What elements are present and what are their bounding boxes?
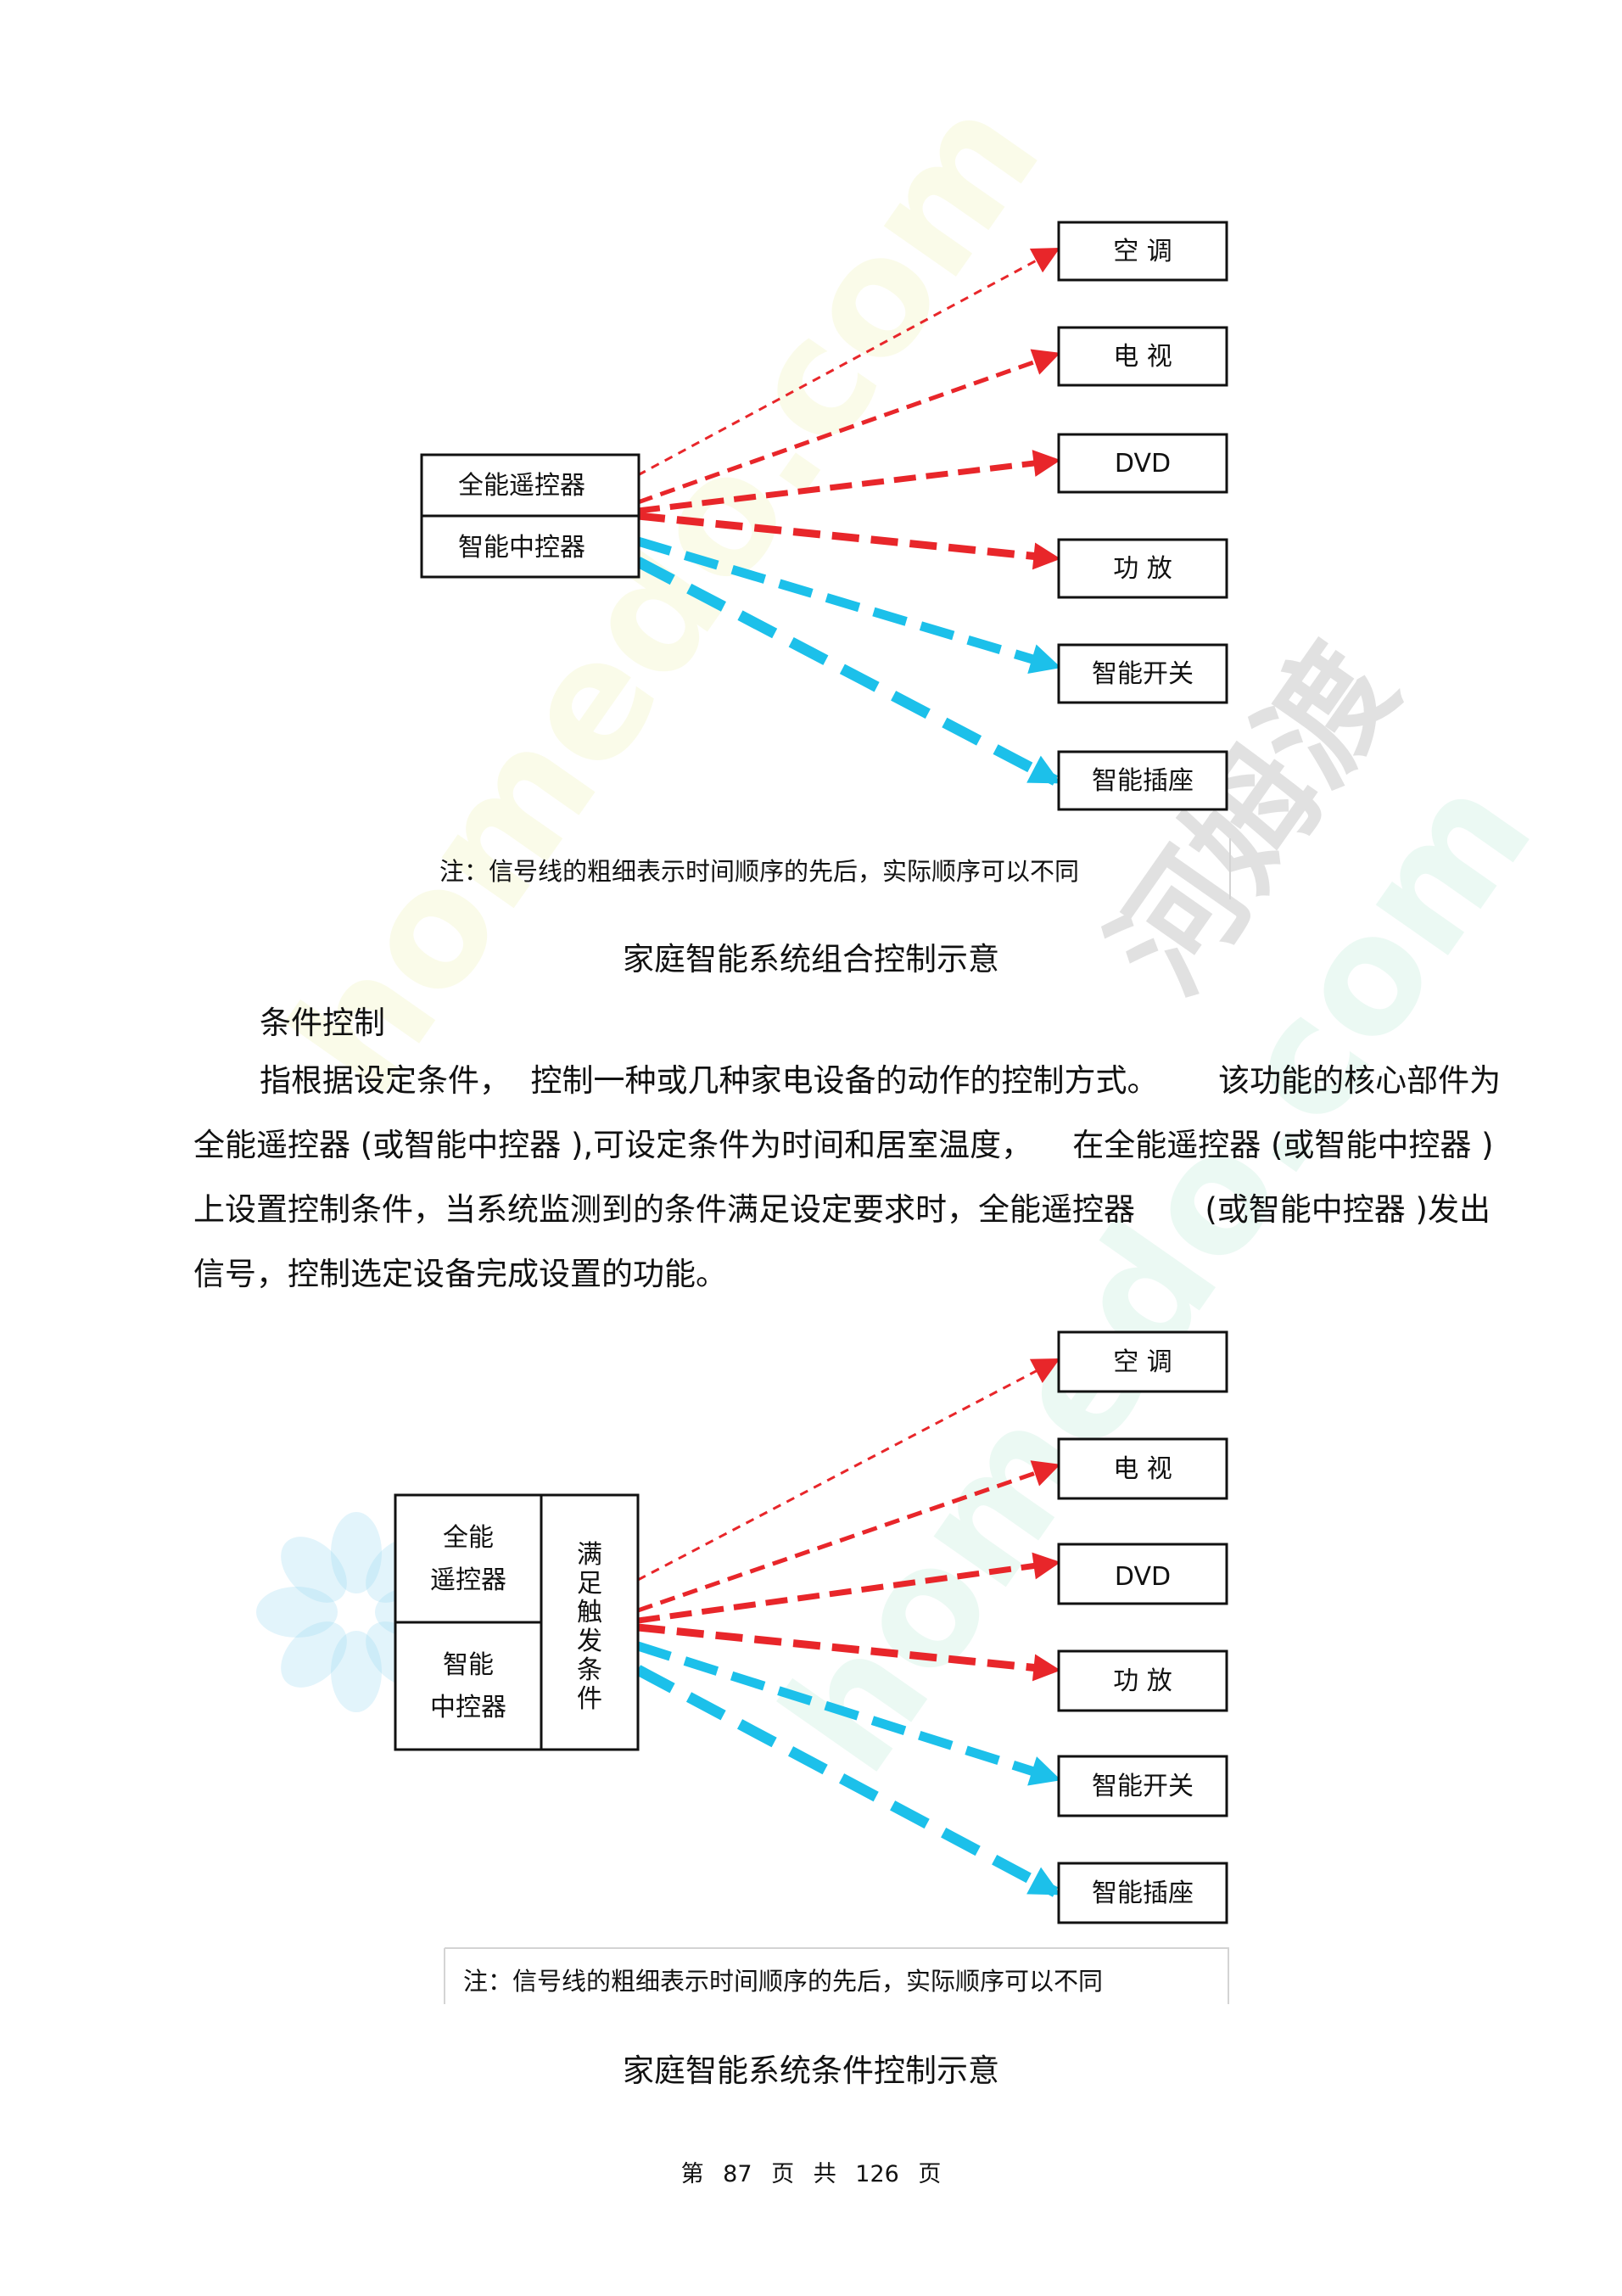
arrow-remote-to-ac [637, 247, 1060, 477]
device2-socket-label: 智能插座 [1092, 1879, 1194, 1908]
device-ac-label: 空 调 [1113, 237, 1172, 266]
remote-label-line-2: 遥控器 [430, 1565, 506, 1595]
arrow-remote-to-tv [637, 349, 1061, 505]
hub-label-line-1: 智能 [443, 1650, 494, 1680]
arrow-trigger-to-socket [635, 1665, 1061, 1897]
arrow-trigger-to-dvd [637, 1552, 1061, 1624]
device-switch-box [1057, 643, 1228, 704]
arrow-hub-to-switch [636, 536, 1061, 675]
device2-dvd-label: DVD [1115, 1562, 1171, 1592]
page-footer: 第 87 页 共 126 页 [680, 2161, 942, 2187]
paragraph-line-4: 信号，控制选定设备完成设置的功能。 [193, 1256, 727, 1292]
hub-box [420, 514, 640, 579]
section-heading: 条件控制 [260, 1005, 385, 1041]
arrow-remote-to-dvd [637, 450, 1061, 514]
device-amp-box [1057, 538, 1228, 599]
device-tv-box [1057, 326, 1228, 387]
device2-ac-label: 空 调 [1113, 1347, 1172, 1377]
combined-control-diagram: 全能遥控器 智能中控器 空 调 电 视 DVD 功 放 智能开关 智能插座 [420, 221, 1231, 899]
remote-label-line-1: 全能 [443, 1523, 494, 1553]
device2-socket-box [1057, 1862, 1228, 1924]
diagram1-note: 注：信号线的粗细表示时间顺序的先后，实际顺序可以不同 [439, 857, 1080, 886]
trigger-char-5: 条 [577, 1655, 602, 1685]
trigger-char-1: 满 [577, 1540, 602, 1570]
device2-amp-box [1057, 1649, 1228, 1712]
device-ac-box [1057, 221, 1228, 282]
device2-switch-box [1057, 1755, 1228, 1817]
device2-tv-box [1057, 1437, 1228, 1500]
trigger-char-3: 触 [577, 1598, 602, 1627]
arrow-hub-to-socket [635, 557, 1061, 786]
device-tv-label: 电 视 [1113, 342, 1172, 372]
conditional-control-diagram: 全能 遥控器 智能 中控器 满 足 触 发 条 件 空 调 电 视 DVD 功 … [394, 1330, 1229, 2004]
hub-box-2 [394, 1621, 543, 1751]
section-paragraph: 指根据设定条件， 控制一种或几种家电设备的动作的控制方式。 该功能的核心部件为 … [193, 1049, 1502, 1307]
remote-box-2 [394, 1493, 543, 1624]
device-socket-box [1057, 750, 1228, 811]
trigger-char-4: 发 [577, 1627, 602, 1656]
paragraph-line-1: 指根据设定条件， 控制一种或几种家电设备的动作的控制方式。 该功能的核心部件为 [260, 1062, 1502, 1099]
diagram2-caption: 家庭智能系统条件控制示意 [623, 2052, 999, 2089]
trigger-condition-box [540, 1493, 640, 1751]
device-amp-label: 功 放 [1113, 554, 1172, 584]
trigger-char-2: 足 [577, 1569, 602, 1599]
note2-frame [445, 1947, 1229, 2004]
diagram2-note: 注：信号线的粗细表示时间顺序的先后，实际顺序可以不同 [463, 1967, 1104, 1996]
device-dvd-box [1057, 433, 1228, 494]
remote-label: 全能遥控器 [458, 471, 585, 501]
hub-label: 智能中控器 [458, 533, 585, 563]
hub-label-line-2: 中控器 [430, 1693, 506, 1722]
device-switch-label: 智能开关 [1092, 659, 1194, 689]
device-dvd-label: DVD [1115, 449, 1171, 479]
paragraph-line-2: 全能遥控器 (或智能中控器 ),可设定条件为时间和居室温度， 在全能遥控器 (或… [193, 1127, 1494, 1163]
device2-amp-label: 功 放 [1113, 1666, 1172, 1696]
device2-ac-box [1057, 1330, 1228, 1393]
paragraph-line-3: 上设置控制条件，当系统监测到的条件满足设定要求时，全能遥控器 (或智能中控器 )… [193, 1191, 1491, 1228]
diagram1-caption: 家庭智能系统组合控制示意 [623, 941, 999, 977]
arrow-trigger-to-ac [637, 1358, 1060, 1582]
arrow-trigger-to-switch [636, 1641, 1061, 1786]
device2-tv-label: 电 视 [1113, 1454, 1172, 1484]
trigger-char-6: 件 [577, 1684, 602, 1714]
arrow-remote-to-amp [637, 512, 1061, 570]
device2-switch-label: 智能开关 [1092, 1772, 1194, 1801]
device-socket-label: 智能插座 [1092, 766, 1194, 796]
arrow-trigger-to-amp [637, 1623, 1061, 1682]
arrow-trigger-to-tv [637, 1460, 1061, 1613]
device2-dvd-box [1057, 1543, 1228, 1605]
